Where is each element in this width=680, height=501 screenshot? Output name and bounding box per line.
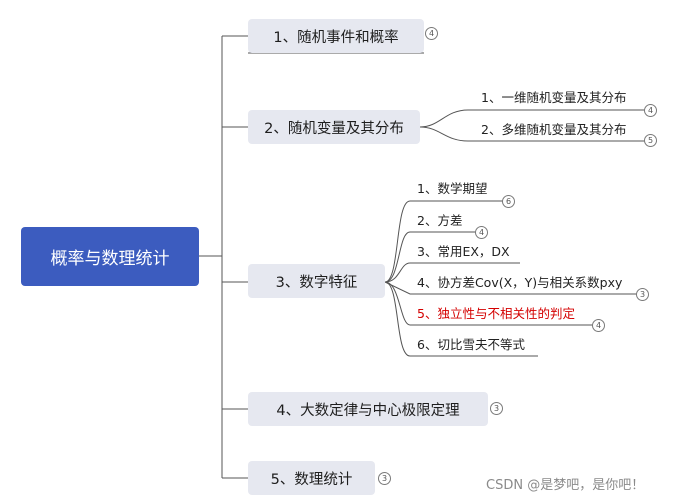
count-badge: 6: [502, 195, 515, 208]
count-badge: 4: [644, 104, 657, 117]
watermark: CSDN @是梦吧，是你吧！: [486, 478, 645, 493]
topic-3-node[interactable]: 3、数字特征: [248, 264, 385, 298]
topic-2-node[interactable]: 2、随机变量及其分布: [248, 110, 420, 144]
topic-4-node[interactable]: 4、大数定律与中心极限定理: [248, 392, 488, 426]
count-badge: 4: [592, 319, 605, 332]
count-badge: 4: [425, 27, 438, 40]
subtopic-3-3[interactable]: 3、常用EX，DX: [417, 244, 510, 259]
subtopic-3-6[interactable]: 6、切比雪夫不等式: [417, 337, 525, 352]
count-badge: 3: [636, 288, 649, 301]
count-badge: 3: [378, 472, 391, 485]
count-badge: 5: [644, 134, 657, 147]
subtopic-3-4[interactable]: 4、协方差Cov(X，Y)与相关系数pxy: [417, 275, 623, 290]
subtopic-3-5[interactable]: 5、独立性与不相关性的判定: [417, 306, 575, 321]
subtopic-3-2[interactable]: 2、方差: [417, 213, 463, 228]
subtopic-2-1[interactable]: 1、一维随机变量及其分布: [481, 90, 627, 105]
topic-1-node[interactable]: 1、随机事件和概率: [248, 19, 424, 53]
subtopic-2-2[interactable]: 2、多维随机变量及其分布: [481, 122, 627, 137]
subtopic-3-1[interactable]: 1、数学期望: [417, 181, 488, 196]
topic-5-node[interactable]: 5、数理统计: [248, 461, 375, 495]
root-node[interactable]: 概率与数理统计: [21, 227, 199, 286]
count-badge: 4: [475, 226, 488, 239]
count-badge: 3: [490, 402, 503, 415]
